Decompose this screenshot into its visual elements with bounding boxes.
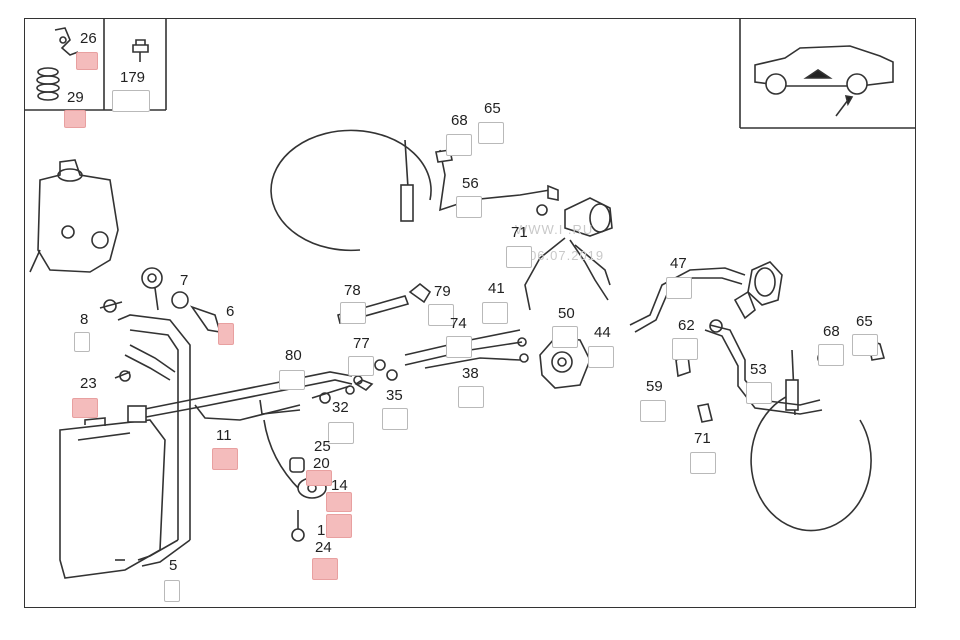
part-link-80[interactable]: [279, 370, 305, 390]
line-71: [524, 237, 611, 311]
callout-68-top: 68: [451, 112, 468, 129]
return-hoses: [117, 314, 191, 567]
callout-5: 5: [169, 557, 178, 574]
part-link-24[interactable]: [312, 558, 338, 580]
valve-icon: [132, 39, 149, 62]
part-link-68-right[interactable]: [818, 344, 844, 366]
part-link-179[interactable]: [112, 90, 150, 112]
part-link-44[interactable]: [588, 346, 614, 368]
callout-62: 62: [678, 317, 695, 334]
callout-29: 29: [67, 89, 84, 106]
part-link-47[interactable]: [666, 277, 692, 299]
part-link-32[interactable]: [328, 422, 354, 444]
callout-41: 41: [488, 280, 505, 297]
callout-32: 32: [332, 399, 349, 416]
callout-11: 11: [216, 427, 232, 444]
part-link-17[interactable]: [326, 514, 352, 538]
callout-38: 38: [462, 365, 479, 382]
power-steering-pump: [29, 159, 119, 273]
callout-78: 78: [344, 282, 361, 299]
callout-26: 26: [80, 30, 97, 47]
callout-59: 59: [646, 378, 663, 395]
part-link-23[interactable]: [72, 398, 98, 418]
callout-68-right: 68: [823, 323, 840, 340]
callout-80: 80: [285, 347, 302, 364]
part-link-20[interactable]: [306, 470, 332, 486]
callout-25: 25: [314, 438, 331, 455]
pressure-regulator: [536, 197, 613, 237]
callout-47: 47: [670, 255, 687, 272]
diagram-frame: [24, 18, 916, 608]
tandem-pump: [539, 337, 591, 389]
part-link-71-bottom[interactable]: [690, 452, 716, 474]
callout-77: 77: [353, 335, 370, 352]
part-link-68-top[interactable]: [446, 134, 472, 156]
part-link-62[interactable]: [672, 338, 698, 360]
callout-71-top: 71: [511, 224, 528, 241]
clip-icon: [54, 27, 79, 56]
callout-24: 24: [315, 539, 332, 556]
callout-14: 14: [331, 477, 348, 494]
callout-6: 6: [226, 303, 235, 320]
part-link-41[interactable]: [482, 302, 508, 324]
callout-79: 79: [434, 283, 451, 300]
part-link-35[interactable]: [382, 408, 408, 430]
fluid-reservoir: [59, 417, 166, 579]
callout-7: 7: [180, 272, 189, 289]
part-link-59[interactable]: [640, 400, 666, 422]
part-link-11[interactable]: [212, 448, 238, 470]
callout-35: 35: [386, 387, 403, 404]
front-brake-disc: [270, 129, 559, 252]
callout-23: 23: [80, 375, 97, 392]
callout-56: 56: [462, 175, 479, 192]
part-link-50[interactable]: [552, 326, 578, 348]
part-link-78[interactable]: [340, 302, 366, 324]
accumulator: [733, 261, 783, 320]
callout-65-right: 65: [856, 313, 873, 330]
callout-53: 53: [750, 361, 767, 378]
watermark-line-1: WWW.I .RU: [515, 222, 594, 237]
part-link-21[interactable]: [326, 492, 352, 512]
part-link-29[interactable]: [64, 110, 86, 128]
callout-8: 8: [80, 311, 89, 328]
callout-50: 50: [558, 305, 575, 322]
part-link-79[interactable]: [428, 304, 454, 326]
spring-icon: [36, 67, 60, 101]
center-fittings: [319, 359, 398, 404]
callout-179: 179: [120, 69, 146, 86]
part-link-65-right[interactable]: [852, 334, 878, 356]
part-link-56[interactable]: [456, 196, 482, 218]
callout-74: 74: [450, 315, 467, 332]
part-link-38[interactable]: [458, 386, 484, 408]
banjo-fitting: [99, 267, 222, 382]
pressure-lines: [127, 371, 374, 491]
part-link-71-top[interactable]: [506, 246, 532, 268]
part-link-53[interactable]: [746, 382, 772, 404]
part-link-8[interactable]: [74, 332, 90, 352]
part-link-26[interactable]: [76, 52, 98, 70]
vehicle-locator-inset: [739, 18, 916, 129]
callout-20: 20: [313, 455, 330, 472]
part-link-77[interactable]: [348, 356, 374, 376]
part-link-74[interactable]: [446, 336, 472, 358]
part-link-6[interactable]: [218, 323, 234, 345]
part-link-5[interactable]: [164, 580, 180, 602]
callout-44: 44: [594, 324, 611, 341]
callout-71-bottom: 71: [694, 430, 711, 447]
part-link-65-top[interactable]: [478, 122, 504, 144]
callout-65-top: 65: [484, 100, 501, 117]
